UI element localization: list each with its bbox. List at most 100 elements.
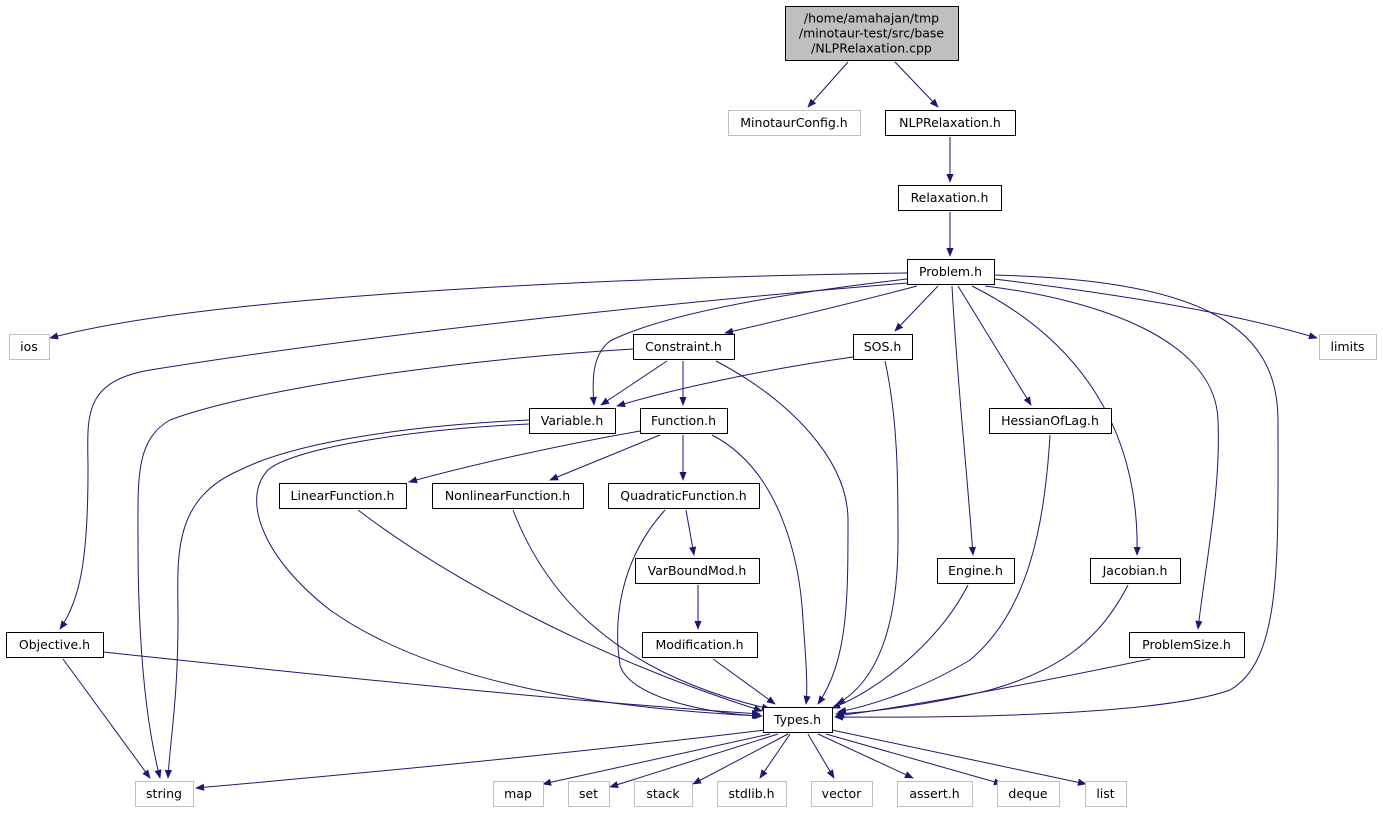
node-box [853, 334, 913, 360]
edge-types-to-list [831, 729, 1087, 786]
node-stdlib: stdlib.h [717, 781, 787, 807]
node-constraint[interactable]: Constraint.h [633, 334, 735, 360]
node-label: Jacobian.h [1102, 563, 1168, 578]
node-jacobian[interactable]: Jacobian.h [1090, 558, 1181, 584]
edge-problem-to-constraint [724, 285, 918, 335]
edge-types-to-vector [807, 733, 835, 779]
node-box [635, 558, 760, 584]
node-label: map [504, 786, 532, 801]
node-assert: assert.h [897, 781, 973, 807]
edge-root-to-minotaurconfig [807, 61, 849, 108]
node-nlprelaxation[interactable]: NLPRelaxation.h [885, 110, 1016, 136]
file-nodes: /home/amahajan/tmp/minotaur-test/src/bas… [6, 6, 1377, 807]
node-box [432, 483, 584, 509]
node-label: /home/amahajan/tmp [804, 11, 939, 26]
node-box [135, 781, 194, 807]
node-label: vector [822, 786, 863, 801]
node-box [897, 781, 973, 807]
node-relaxation[interactable]: Relaxation.h [898, 185, 1002, 211]
edge-root-to-nlprelaxation [894, 61, 939, 108]
node-quadraticfunction[interactable]: QuadraticFunction.h [608, 483, 760, 509]
node-box [529, 408, 616, 434]
node-root[interactable]: /home/amahajan/tmp/minotaur-test/src/bas… [785, 6, 959, 61]
node-box [9, 334, 50, 360]
node-box [568, 781, 610, 807]
node-minotaurconfig: MinotaurConfig.h [728, 110, 861, 136]
node-set: set [568, 781, 610, 807]
node-nonlinearfunction[interactable]: NonlinearFunction.h [432, 483, 584, 509]
node-label: stdlib.h [728, 786, 774, 801]
edge-types-to-stack [692, 733, 789, 785]
edge-constraint-to-string [137, 348, 634, 779]
edge-problem-to-limits [993, 278, 1318, 340]
edge-quadraticfunction-to-varboundmod [685, 509, 697, 556]
node-map: map [493, 781, 544, 807]
node-varboundmod[interactable]: VarBoundMod.h [635, 558, 760, 584]
edge-types-to-string [195, 729, 766, 791]
node-modification[interactable]: Modification.h [642, 632, 758, 658]
node-objective[interactable]: Objective.h [6, 632, 104, 658]
node-box [717, 781, 787, 807]
node-label: Variable.h [541, 413, 604, 428]
node-label: QuadraticFunction.h [620, 488, 746, 503]
node-label: LinearFunction.h [291, 488, 395, 503]
node-box [1085, 781, 1127, 807]
node-box [279, 483, 407, 509]
node-box [1319, 334, 1377, 360]
node-label: MinotaurConfig.h [740, 115, 847, 130]
node-box [6, 632, 104, 658]
node-label: assert.h [909, 786, 959, 801]
edge-constraint-to-variable [600, 360, 668, 406]
edge-function-to-linearfunction [408, 430, 641, 484]
edge-problemsize-to-types [835, 658, 1151, 719]
node-sos[interactable]: SOS.h [853, 334, 913, 360]
node-types[interactable]: Types.h [763, 707, 833, 733]
node-box [633, 334, 735, 360]
node-label: NLPRelaxation.h [899, 115, 1001, 130]
dependency-edges [49, 61, 1318, 791]
edge-objective-to-string [62, 658, 151, 779]
edge-types-to-stdlib [759, 733, 791, 779]
node-box [1090, 558, 1181, 584]
node-function[interactable]: Function.h [640, 408, 728, 434]
node-linearfunction[interactable]: LinearFunction.h [279, 483, 407, 509]
node-box [728, 110, 861, 136]
node-label: Engine.h [948, 563, 1003, 578]
node-hessianoflag[interactable]: HessianOfLag.h [989, 408, 1112, 434]
edge-constraint-to-types [715, 360, 849, 705]
node-box [898, 185, 1002, 211]
node-label: stack [646, 786, 680, 801]
node-problemsize[interactable]: ProblemSize.h [1129, 632, 1245, 658]
node-box [493, 781, 544, 807]
node-label: NonlinearFunction.h [445, 488, 570, 503]
node-label: ios [20, 339, 38, 354]
node-problem[interactable]: Problem.h [907, 259, 995, 285]
node-box [937, 558, 1015, 584]
node-box [811, 781, 873, 807]
node-box [634, 781, 693, 807]
edge-function-to-types [711, 434, 811, 705]
edge-hessianoflag-to-types [837, 434, 1051, 715]
node-label: HessianOfLag.h [1001, 413, 1099, 428]
node-label: VarBoundMod.h [648, 563, 747, 578]
edge-modification-to-types [712, 658, 776, 705]
node-label: deque [1008, 786, 1047, 801]
node-engine[interactable]: Engine.h [937, 558, 1015, 584]
edge-problem-to-hessianoflag [957, 285, 1032, 406]
node-string: string [135, 781, 194, 807]
node-label: limits [1330, 339, 1364, 354]
node-label: Constraint.h [645, 339, 722, 354]
node-variable[interactable]: Variable.h [529, 408, 616, 434]
node-label: /NLPRelaxation.cpp [811, 41, 932, 56]
edge-types-to-deque [825, 733, 1003, 786]
node-box [640, 408, 728, 434]
edge-function-to-nonlinearfunction [549, 434, 661, 481]
edge-objective-to-types [102, 651, 761, 718]
node-deque: deque [997, 781, 1060, 807]
node-box [907, 259, 995, 285]
node-label: Problem.h [919, 264, 982, 279]
node-limits: limits [1319, 334, 1377, 360]
node-box [1129, 632, 1245, 658]
edge-linearfunction-to-types [357, 509, 763, 712]
